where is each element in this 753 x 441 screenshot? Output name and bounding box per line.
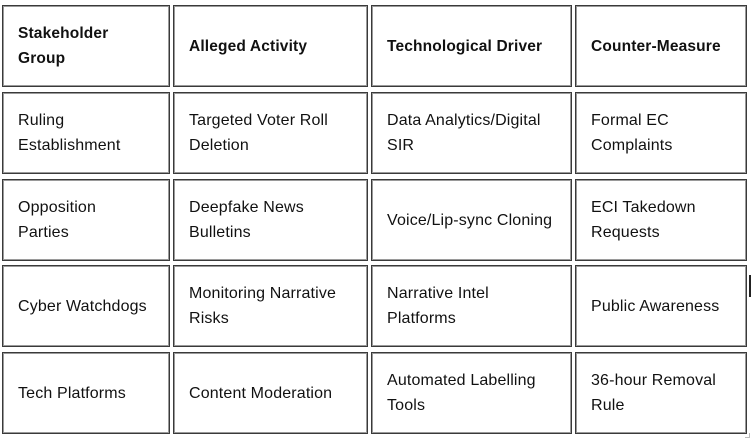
table-cell: Cyber Watchdogs [2,265,170,347]
header-technological-driver: Technological Driver [371,5,572,87]
resize-handle[interactable] [745,433,750,438]
table-cell: Automated Labelling Tools [371,352,572,434]
table-cell: Ruling Establishment [2,92,170,174]
header-stakeholder-group: Stakeholder Group [2,5,170,87]
table-cell: Voice/Lip-sync Cloning [371,179,572,261]
table-cell: Content Moderation [173,352,368,434]
table-cell: 36-hour Removal Rule [575,352,747,434]
table-cell: Targeted Voter Roll Deletion [173,92,368,174]
table-cell: ECI Takedown Requests [575,179,747,261]
header-counter-measure: Counter-Measure [575,5,747,87]
table-cell: Tech Platforms [2,352,170,434]
header-alleged-activity: Alleged Activity [173,5,368,87]
table-cell: Deepfake News Bulletins [173,179,368,261]
table-cell: Public Awareness [575,265,747,347]
table-cell: Formal EC Complaints [575,92,747,174]
table-cell: Data Analytics/Digital SIR [371,92,572,174]
table-cell: Narrative Intel Platforms [371,265,572,347]
table-cell: Opposition Parties [2,179,170,261]
table-cell: Monitoring Narrative Risks [173,265,368,347]
text-cursor [749,275,751,297]
